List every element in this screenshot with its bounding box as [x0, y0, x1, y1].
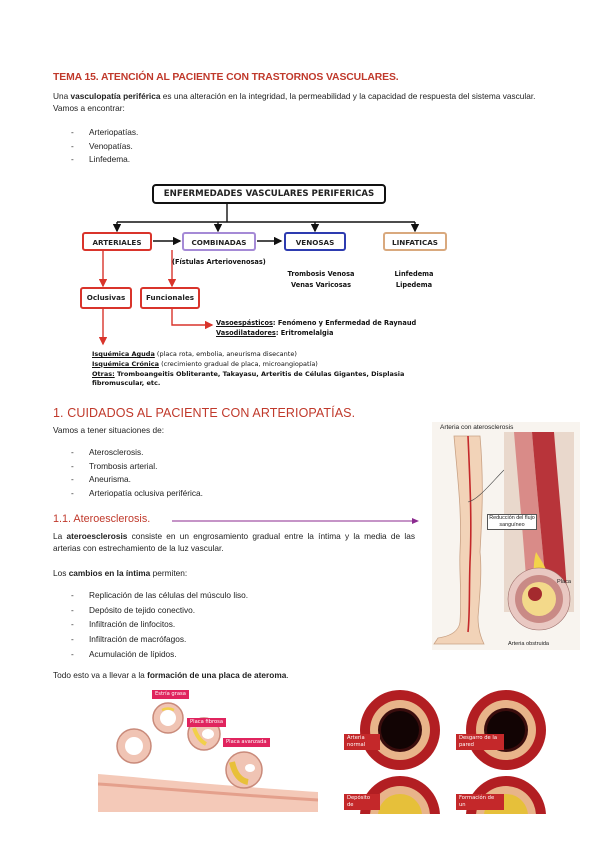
list-item: Linfedema.: [53, 153, 138, 167]
node-arteriales: ARTERIALES: [82, 232, 152, 251]
leg-illustration: [433, 432, 574, 645]
node-linfaticas: LINFATICAS: [383, 232, 447, 251]
fatty-streak-label: Estría grasa: [152, 690, 189, 699]
fibrous-plaque-label: Placa fibrosa: [187, 718, 227, 727]
list-item: Infiltración de linfocitos.: [53, 617, 248, 632]
formation-label: Formación de un: [456, 794, 504, 810]
intro-paragraph: Una vasculopatía periférica es una alter…: [53, 91, 536, 113]
node-funcionales: Funcionales: [140, 287, 200, 309]
list-item: Arteriopatías.: [53, 126, 138, 140]
flow-reduction-label: Reducción del flujo sanguíneo: [487, 514, 537, 530]
classification-diagram: ENFERMEDADES VASCULARES PERIFERICAS ARTE…: [0, 0, 599, 400]
section-heading: 1. CUIDADOS AL PACIENTE CON ARTERIOPATÍA…: [53, 406, 356, 420]
intima-paragraph: Los cambios en la íntima permiten:: [53, 568, 188, 578]
figure-title: Arteria con aterosclerosis: [440, 424, 514, 431]
heading-arrow: [172, 518, 419, 524]
list-item: Infiltración de macrófagos.: [53, 632, 248, 647]
oclusivas-detail: Isquémica Aguda (placa rota, embolia, an…: [92, 350, 405, 388]
section-intro: Vamos a tener situaciones de:: [53, 425, 164, 435]
deposit-label: Depósito de: [344, 794, 380, 810]
list-item: Depósito de tejido conectivo.: [53, 603, 248, 618]
fistulas-label: (Fístulas Arteriovenosas): [172, 258, 266, 266]
obstructed-artery-label: Arteria obstruida: [508, 641, 550, 647]
plaque-label: Placa: [557, 579, 571, 585]
diagram-connectors: [98, 203, 420, 346]
root-node: ENFERMEDADES VASCULARES PERIFERICAS: [152, 184, 386, 204]
list-item: Replicación de las células del músculo l…: [53, 588, 248, 603]
node-oclusivas: Oclusivas: [80, 287, 132, 309]
page-title: TEMA 15. ATENCIÓN AL PACIENTE CON TRASTO…: [53, 72, 399, 83]
plaque-progression-figure: Estría grasa Placa fibrosa Placa avanzad…: [98, 688, 318, 812]
rings-illustration: [360, 690, 546, 814]
arteriopathy-list: Aterosclerosis. Trombosis arterial. Aneu…: [53, 446, 203, 500]
list-item: Aneurisma.: [53, 473, 203, 487]
list-item: Trombosis arterial.: [53, 460, 203, 474]
node-combinadas: COMBINADAS: [182, 232, 256, 251]
vasculopathy-list: Arteriopatías. Venopatías. Linfedema.: [53, 126, 138, 167]
list-item: Venopatías.: [53, 140, 138, 154]
subsection-heading: 1.1. Ateroesclerosis.: [53, 513, 151, 525]
conclusion-paragraph: Todo esto va a llevar a la formación de …: [53, 670, 289, 680]
plaque-illustration: [98, 702, 318, 812]
intima-changes-list: Replicación de las células del músculo l…: [53, 588, 248, 662]
advanced-plaque-label: Placa avanzada: [223, 738, 270, 747]
normal-artery-label: Arteria normal: [344, 734, 380, 750]
definition-paragraph: La ateroesclerosis consiste en un engros…: [53, 531, 415, 553]
wall-tear-label: Desgarro de la pared: [456, 734, 504, 750]
artery-cross-section-figure: Arteria normal Desgarro de la pared Depó…: [338, 688, 550, 814]
leg-atherosclerosis-figure: Arteria con aterosclerosis Reducción del…: [432, 422, 580, 650]
list-item: Arteriopatía oclusiva periférica.: [53, 487, 203, 501]
node-venosas: VENOSAS: [284, 232, 346, 251]
funcionales-detail: Vasoespásticos: Fenómeno y Enfermedad de…: [216, 319, 417, 337]
list-item: Aterosclerosis.: [53, 446, 203, 460]
list-item: Acumulación de lípidos.: [53, 647, 248, 662]
